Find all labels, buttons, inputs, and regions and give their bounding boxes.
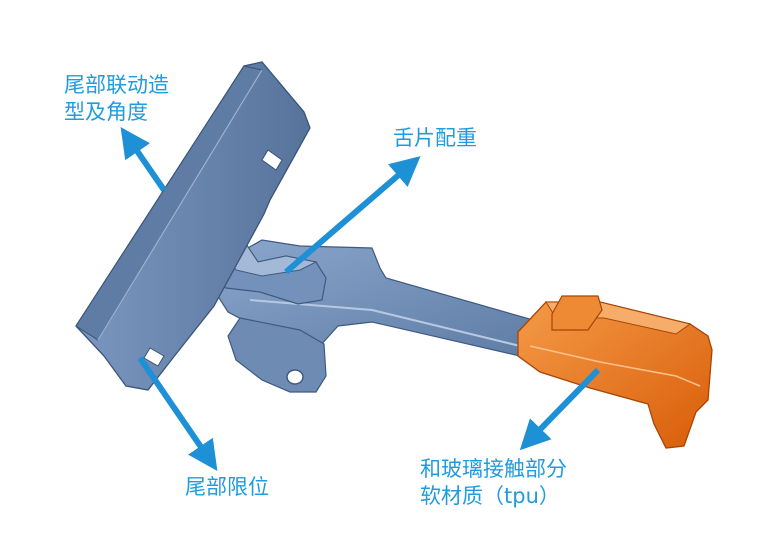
tail-plate-slot-bottom (143, 347, 165, 367)
label-tail-limit: 尾部限位 (185, 475, 269, 499)
tpu-edge-line (529, 345, 701, 387)
arrow-tongue-weight (284, 156, 421, 275)
arrow-tail-limit (137, 356, 218, 471)
label-glass-contact-tpu: 和玻璃接触部分 软材质（tpu） (420, 457, 567, 508)
tail-plate-slot-top (261, 149, 283, 171)
tpu-clip (551, 295, 603, 331)
tail-plate (75, 61, 311, 391)
mounting-hole (286, 369, 304, 385)
arrow-glass-contact (519, 367, 601, 451)
label-tongue-weight: 舌片配重 (393, 126, 477, 150)
tail-plate-edge-line (97, 69, 263, 341)
label-tail-linkage: 尾部联动造 型及角度 (64, 73, 169, 124)
arrow-tail-linkage (120, 127, 167, 192)
